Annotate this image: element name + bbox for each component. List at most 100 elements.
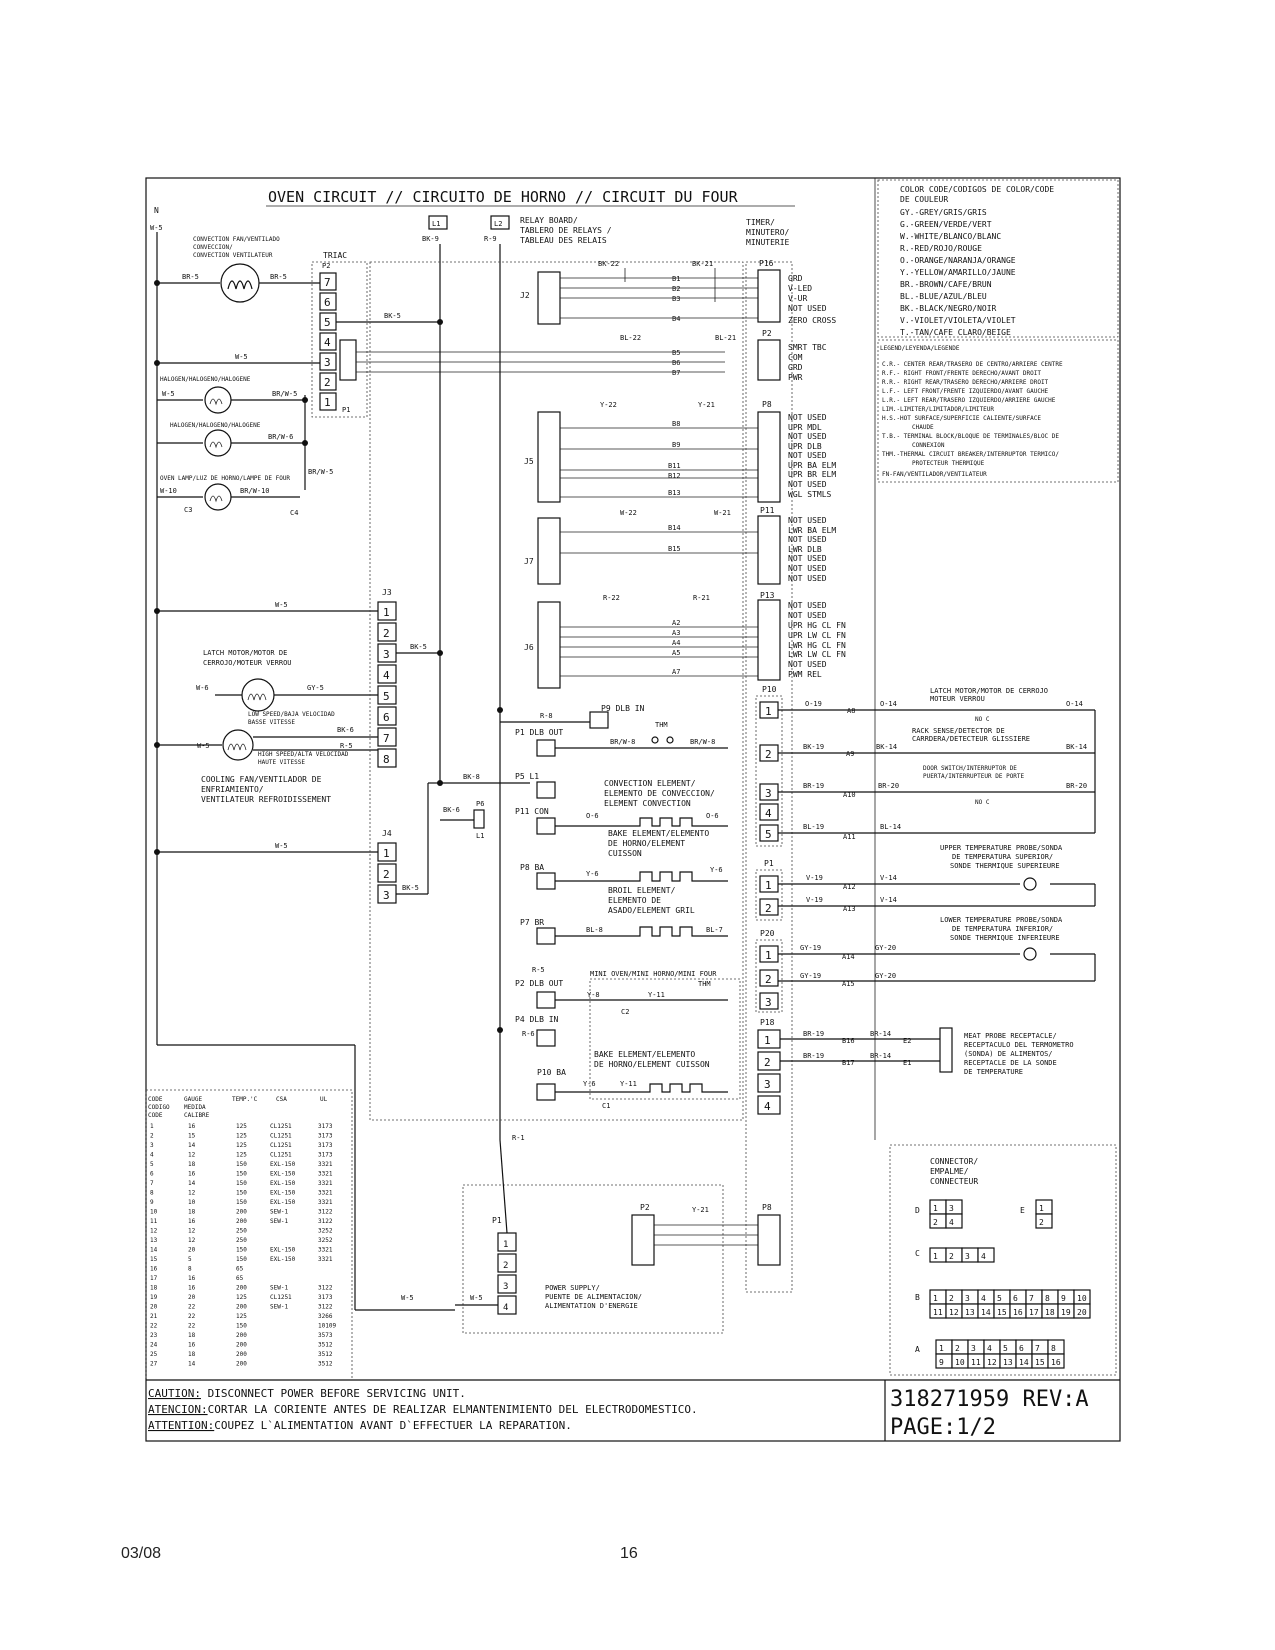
- a8-label: A8: [847, 707, 855, 715]
- gy19-label-2: GY-19: [800, 972, 821, 980]
- gauge-cell: 14: [188, 1180, 196, 1187]
- gauge-cell: 150: [236, 1256, 247, 1263]
- mini-oven-label: MINI OVEN/MINI HORNO/MINI FOUR: [590, 970, 717, 978]
- cooling-fan-label-3: VENTILATEUR REFROIDISSEMENT: [201, 795, 331, 804]
- connector-a-label: A: [915, 1345, 920, 1354]
- gauge-cell: 10: [150, 1209, 158, 1216]
- high-speed-label-2: HAUTE VITESSE: [258, 759, 305, 766]
- part-number: 318271959 REV:A: [890, 1387, 1089, 1412]
- legend-title: LEGEND/LEYENDA/LEGENDE: [880, 345, 960, 352]
- gauge-header-3: CODE: [148, 1112, 163, 1119]
- caution-block: CAUTION: DISCONNECT POWER BEFORE SERVICI…: [148, 1387, 698, 1432]
- gauge-cell: CL1251: [270, 1294, 292, 1301]
- gauge-cell: EXL-150: [270, 1161, 296, 1168]
- a10-label: A10: [843, 791, 856, 799]
- gauge-cell: 3173: [318, 1133, 333, 1140]
- bk6-label: BK-6: [337, 726, 354, 734]
- lower-probe-label: LOWER TEMPERATURE PROBE/SONDA: [940, 916, 1063, 924]
- connector-pin: 9: [939, 1358, 944, 1367]
- bake-element-label-3: CUISSON: [608, 849, 642, 858]
- gauge-cell: 125: [236, 1152, 247, 1159]
- connector-pin: 4: [987, 1344, 992, 1353]
- gauge-cell: 4: [150, 1152, 154, 1159]
- p11-pin: NOT USED: [788, 535, 827, 544]
- gauge-cell: 18: [188, 1351, 196, 1358]
- w5-j3-label: W-5: [275, 601, 288, 609]
- door-switch-label: DOOR SWITCH/INTERRUPTOR DE: [923, 765, 1017, 772]
- oven-lamp-label: OVEN LAMP/LUZ DE HORNO/LAMPE DE FOUR: [160, 475, 290, 482]
- p6-label: P6: [476, 800, 484, 808]
- r21-label: R-21: [693, 594, 710, 602]
- p9-label: P9 DLB IN: [601, 704, 645, 713]
- a13-label: A13: [843, 905, 856, 913]
- p13-pin: UPR HG CL FN: [788, 621, 846, 630]
- gauge-cell: 3173: [318, 1294, 333, 1301]
- p10-pin: 3: [765, 787, 772, 800]
- p16-pin: V-LED: [788, 284, 812, 293]
- y6-label: Y-6: [586, 870, 599, 878]
- p16-label: P16: [759, 259, 774, 268]
- no-c-label-2: NO C: [975, 799, 990, 806]
- p8-pin: NOT USED: [788, 451, 827, 460]
- b13-label: B13: [668, 489, 681, 497]
- br14-label: BR-14: [870, 1030, 891, 1038]
- w5-label: W-5: [150, 224, 163, 232]
- p8-pin: UPR BR ELM: [788, 470, 836, 479]
- p8-pin: NOT USED: [788, 413, 827, 422]
- timer-label: TIMER/: [746, 218, 775, 227]
- p2-timer-pin: COM: [788, 353, 803, 362]
- right-connectors: P10 1 2 3 4 5 P1 1 2 P20 1 2 3 P18 1 2 3…: [755, 685, 783, 1115]
- gauge-cell: 14: [150, 1247, 158, 1254]
- gauge-header-2: CODIGO: [148, 1104, 170, 1111]
- bk14-label-2: BK-14: [1066, 743, 1087, 751]
- meat-probe-label-5: DE TEMPERATURE: [964, 1068, 1023, 1076]
- connector-pin: 8: [1045, 1294, 1050, 1303]
- halogen-label-1: HALOGEN/HALOGENO/HALOGENE: [160, 376, 251, 383]
- p13-pin: LWR HG CL FN: [788, 641, 846, 650]
- neutral-label: N: [154, 206, 159, 215]
- relay-board-label-2: TABLERO DE RELAYS /: [520, 226, 612, 235]
- brw10-label: BR/W-10: [240, 487, 270, 495]
- legend-entry: R.F.- RIGHT FRONT/FRENTE DERECHO/AVANT D…: [882, 370, 1041, 377]
- meat-probe-label-2: RECEPTACULO DEL TERMOMETRO: [964, 1041, 1074, 1049]
- p10-pin: 1: [765, 705, 772, 718]
- connector-pin: 15: [1035, 1358, 1045, 1367]
- connector-pin: 10: [955, 1358, 965, 1367]
- b9-label: B9: [672, 441, 680, 449]
- j3-pin: 6: [383, 711, 390, 724]
- p11-con-label: P11 CON: [515, 807, 549, 816]
- connector-title-3: CONNECTEUR: [930, 1177, 978, 1186]
- gauge-cell: 200: [236, 1304, 247, 1311]
- relay-board-label: RELAY BOARD/: [520, 216, 578, 225]
- gauge-cell: 22: [188, 1323, 196, 1330]
- gauge-cell: 16: [188, 1275, 196, 1282]
- upper-probe-label-2: DE TEMPERATURA SUPERIOR/: [952, 853, 1053, 861]
- b8-label: B8: [672, 420, 680, 428]
- l2-label: L2: [494, 220, 502, 228]
- gauge-cell: 10109: [318, 1323, 336, 1330]
- gauge-header: UL: [320, 1096, 328, 1103]
- broil-element-label: BROIL ELEMENT/: [608, 886, 676, 895]
- convection-element-label-3: ELEMENT CONVECTION: [604, 799, 691, 808]
- gauge-cell: 24: [150, 1342, 158, 1349]
- bake-element-label: BAKE ELEMENT/ELEMENTO: [608, 829, 709, 838]
- relay-board-outline: [369, 261, 744, 1121]
- p11-pin: LWR DLB: [788, 545, 822, 554]
- b15-label: B15: [668, 545, 681, 553]
- p8-pin: WGL STMLS: [788, 490, 832, 499]
- meat-probe-label-3: (SONDA) DE ALIMENTOS/: [964, 1050, 1053, 1058]
- br19-p18-label: BR-19: [803, 1030, 824, 1038]
- gauge-cell: 200: [236, 1285, 247, 1292]
- lower-probe-label-3: SONDE THERMIQUE INFERIEURE: [950, 934, 1060, 942]
- gauge-cell: SEW-1: [270, 1304, 288, 1311]
- gauge-cell: CL1251: [270, 1123, 292, 1130]
- bk22-label: BK-22: [598, 260, 619, 268]
- a5-label: A5: [672, 649, 680, 657]
- w5-j4-label: W-5: [275, 842, 288, 850]
- w5-label-2: W-5: [235, 353, 248, 361]
- p10-pin: 4: [765, 807, 772, 820]
- brw6-label: BR/W-6: [268, 433, 293, 441]
- connector-pin: 7: [1035, 1344, 1040, 1353]
- legend-entry: THM.-THERMAL CIRCUIT BREAKER/INTERRUPTOR…: [882, 451, 1059, 458]
